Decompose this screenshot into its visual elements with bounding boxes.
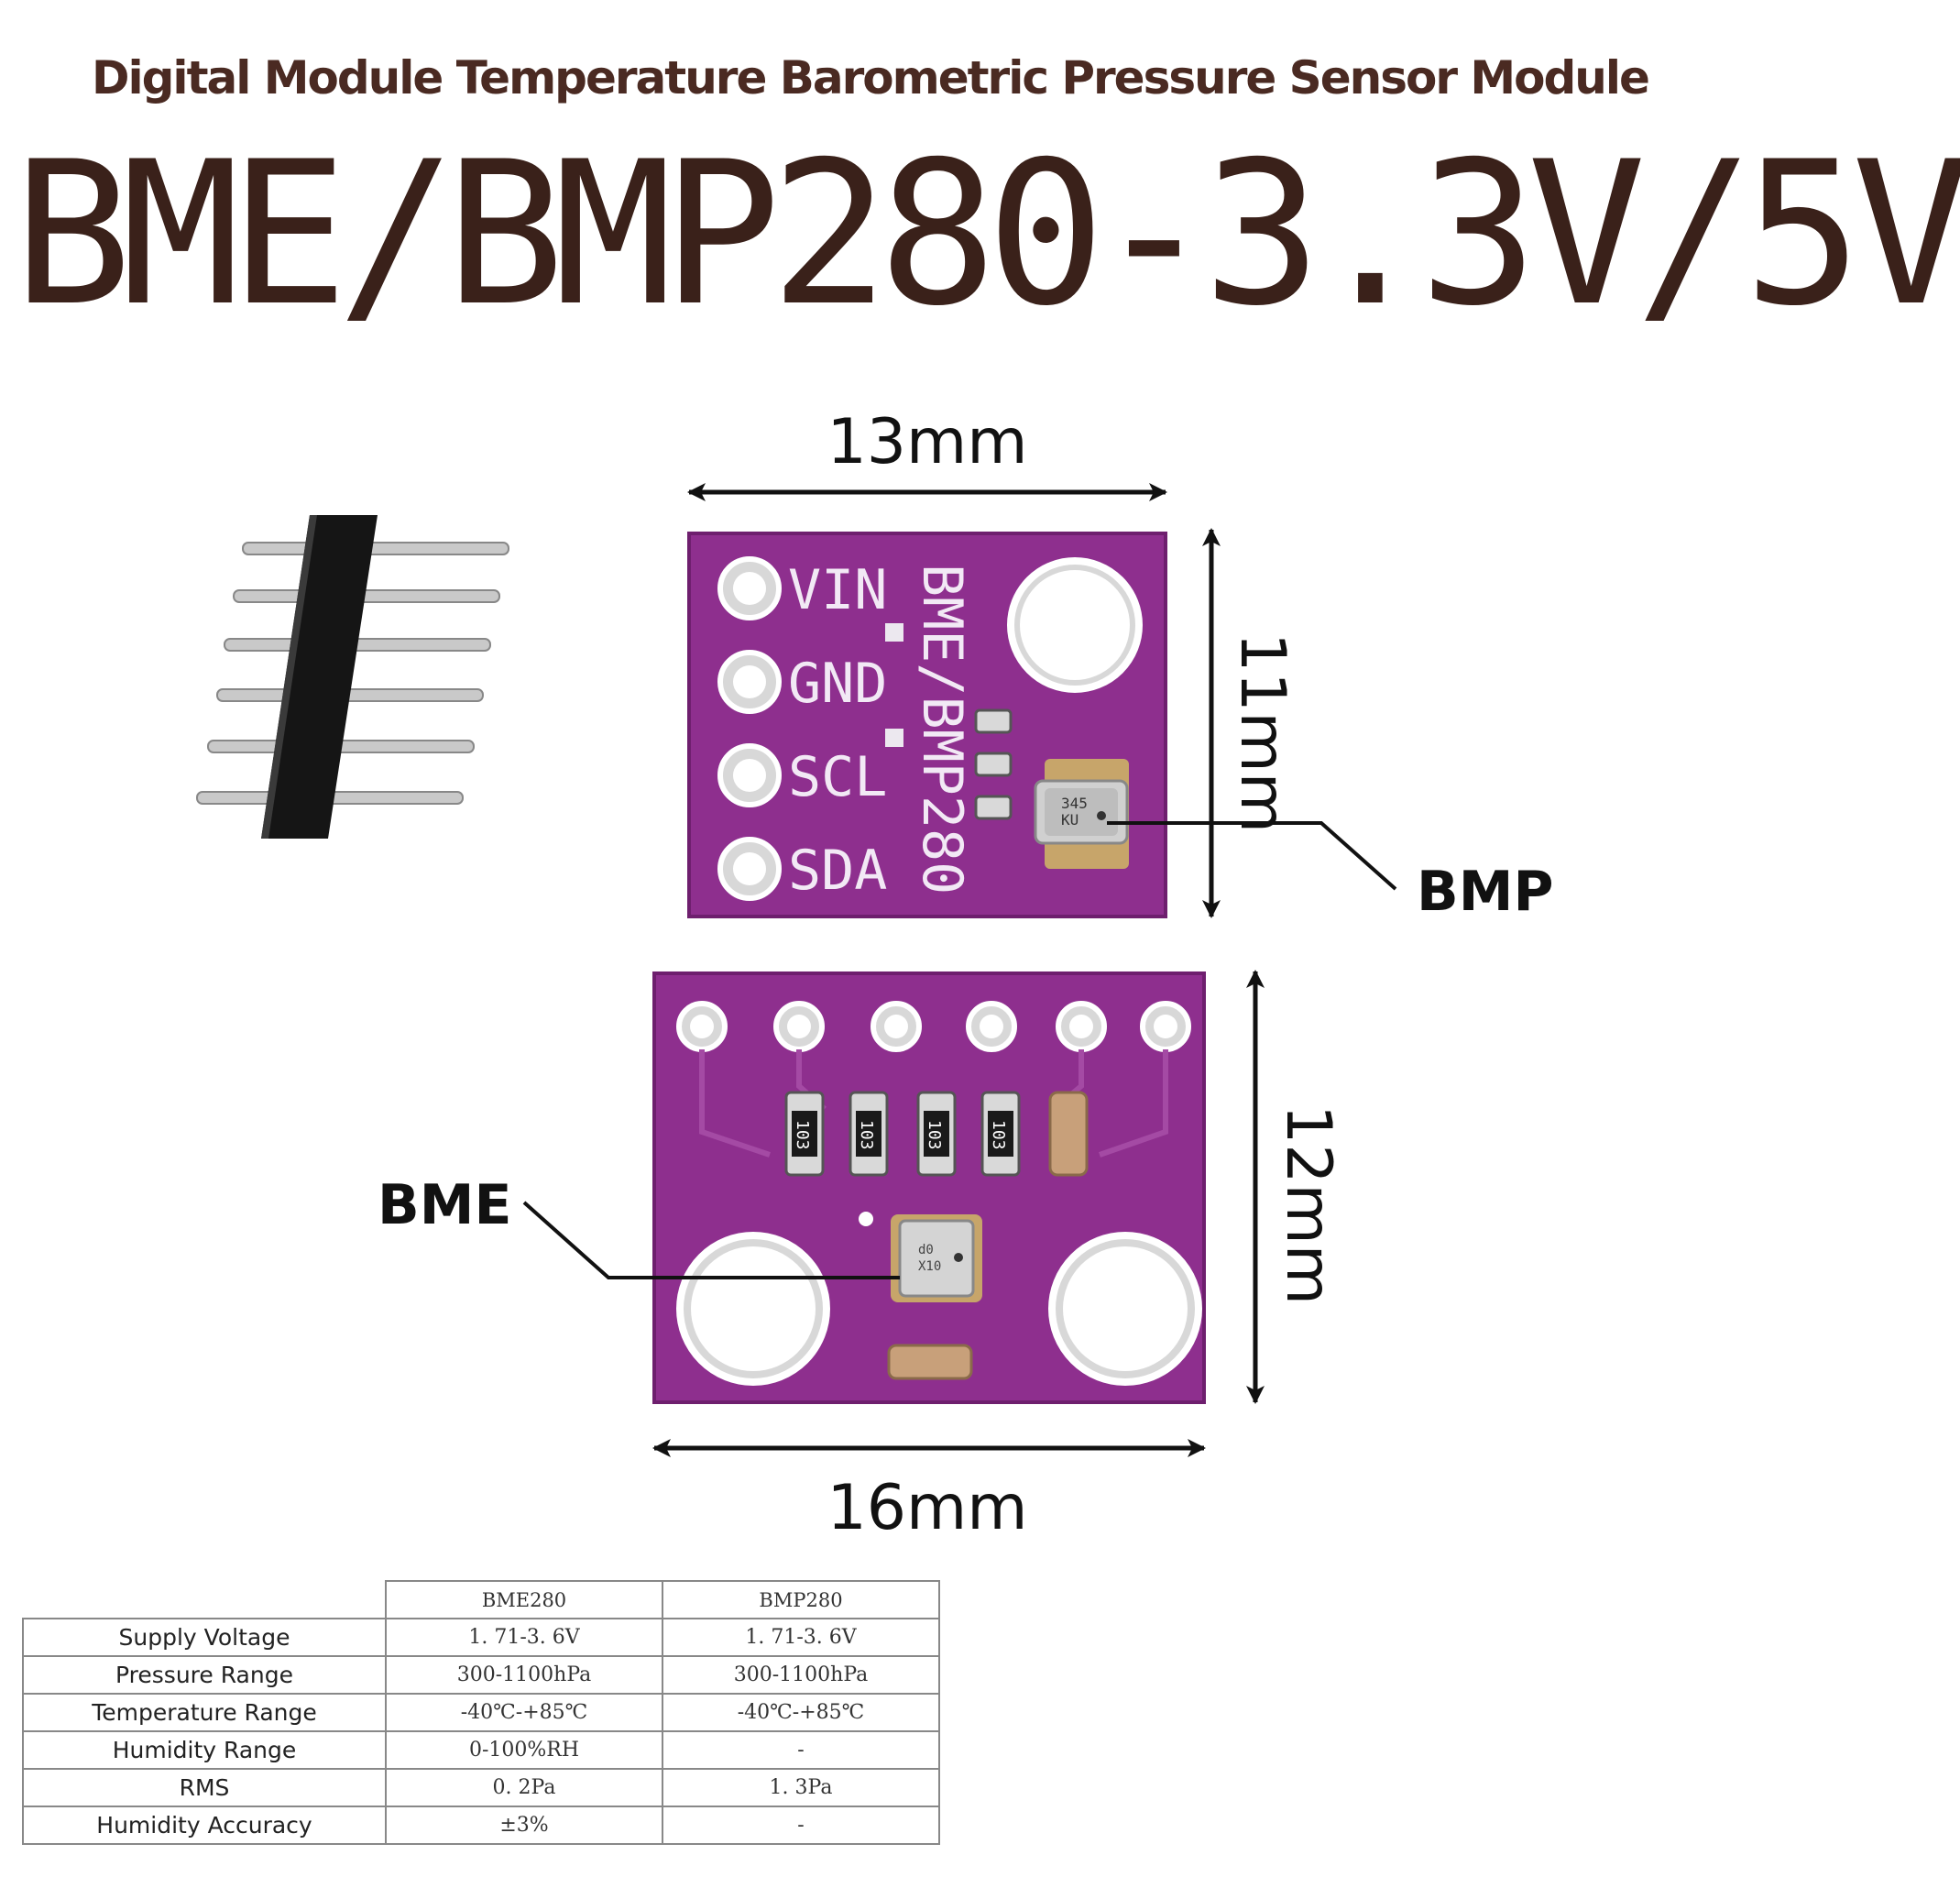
bme-chip-marking-1: d0 [918,1243,934,1257]
bme280-value: 0-100%RH [385,1730,663,1770]
bmp-callout: BMP [1417,860,1553,924]
bmp280-board: VIN GND SCL SDA BME/BMP280 345 KU [687,532,1167,918]
table-row: RMS 0. 2Pa 1. 3Pa [22,1768,940,1807]
pin-label-scl: SCL [788,745,887,809]
row-label: Temperature Range [22,1693,387,1732]
pin-header-icon [196,515,509,839]
board-silkscreen: BME/BMP280 [910,564,974,895]
column-header-bmp280: BMP280 [662,1580,940,1619]
resistor-marking-4: 103 [989,1120,1008,1150]
bme-chip-marking-2: X10 [918,1259,941,1274]
bme280-board: 103 103 103 103 d0 X10 [652,971,1206,1404]
pin-label-sda: SDA [788,839,887,903]
bmp-chip-marking-1: 345 [1061,795,1088,812]
page-subtitle: Digital Module Temperature Barometric Pr… [92,51,1650,104]
column-header-bme280: BME280 [385,1580,663,1619]
bme280-value: ±3% [385,1806,663,1845]
row-label: Humidity Range [22,1730,387,1770]
pin-label-vin: VIN [788,558,887,622]
resistor-marking-1: 103 [793,1120,812,1150]
resistor-marking-3: 103 [925,1120,944,1150]
bme-callout: BME [378,1173,511,1237]
height-label-bottom: 12mm [1272,1104,1344,1305]
bmp280-value: - [662,1806,940,1845]
table-row: Humidity Range 0-100%RH - [22,1730,940,1770]
bmp280-value: -40℃-+85℃ [662,1693,940,1732]
width-label-top: 13mm [827,406,1027,478]
bmp280-value: 300-1100hPa [662,1655,940,1695]
product-figure: VIN GND SCL SDA BME/BMP280 345 KU 13mm 1… [196,406,1553,1544]
table-row: Supply Voltage 1. 71-3. 6V 1. 71-3. 6V [22,1618,940,1657]
page-title: BME/BMP280-3.3V/5V [13,119,1960,349]
table-row: Humidity Accuracy ±3% - [22,1806,940,1845]
spec-table: BME280 BMP280 Supply Voltage 1. 71-3. 6V… [22,1580,940,1845]
table-row: Temperature Range -40℃-+85℃ -40℃-+85℃ [22,1693,940,1732]
bme280-value: 300-1100hPa [385,1655,663,1695]
row-label: Supply Voltage [22,1618,387,1657]
row-label: Humidity Accuracy [22,1806,387,1845]
table-row: Pressure Range 300-1100hPa 300-1100hPa [22,1655,940,1695]
table-header-row: BME280 BMP280 [23,1580,940,1619]
bmp280-value: 1. 3Pa [662,1768,940,1807]
width-label-bottom: 16mm [827,1472,1027,1544]
bme280-value: -40℃-+85℃ [385,1693,663,1732]
bme280-value: 1. 71-3. 6V [385,1618,663,1657]
row-label: RMS [22,1768,387,1807]
bme280-value: 0. 2Pa [385,1768,663,1807]
resistor-marking-2: 103 [857,1120,876,1150]
bmp-chip-marking-2: KU [1061,811,1079,829]
height-label-top: 11mm [1226,632,1298,833]
pin-label-gnd: GND [788,652,887,716]
bmp280-value: - [662,1730,940,1770]
bmp280-value: 1. 71-3. 6V [662,1618,940,1657]
row-label: Pressure Range [22,1655,387,1695]
